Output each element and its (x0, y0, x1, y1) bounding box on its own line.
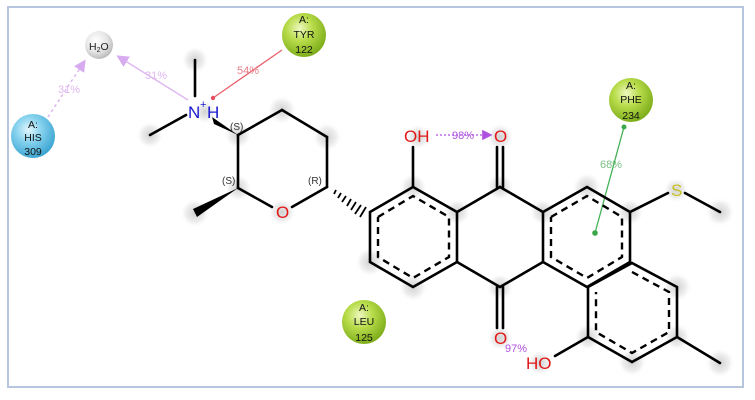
sulfur-label: S (671, 181, 682, 200)
tyr-cation-line (212, 49, 283, 99)
water-label-o: O (101, 41, 109, 53)
his-water-percent: 31% (58, 84, 80, 96)
stereo-c6-label: (R) (308, 176, 322, 187)
interactions: 31% 31% 54% 98% 97% 68% (47, 49, 627, 355)
residue-phe234[interactable]: A: PHE 234 (609, 78, 653, 122)
amine-h-label: H (207, 103, 219, 122)
residue-number-label: 122 (295, 44, 313, 56)
amine-water-percent: 31% (145, 70, 167, 82)
intra-hbond-bottom-percent: 97% (505, 343, 527, 355)
hydroxyl-bottom-label: HO (526, 354, 552, 373)
his-water-hbond-line (47, 59, 86, 118)
residue-name-label: TYR (294, 29, 315, 41)
water-molecule[interactable]: H2O (85, 31, 113, 59)
ligand-bonds (148, 58, 722, 365)
amine-n-label: N (188, 103, 200, 122)
tyr-cation-end-dot (210, 95, 216, 101)
phe-pipi-percent: 68% (600, 159, 622, 171)
intra-hbond-top-percent: 98% (452, 130, 474, 142)
atom-labels: N + H O OH O O HO S (S) (S) (R) (188, 99, 682, 373)
water-label-h: H (89, 41, 97, 53)
residue-chain-label: A: (28, 119, 38, 131)
carbonyl-top-label: O (494, 127, 507, 146)
residue-his309[interactable]: A: HIS 309 (11, 114, 55, 158)
residue-chain-label: A: (626, 80, 636, 92)
residue-chain-label: A: (299, 14, 309, 26)
stereo-c2-label: (S) (222, 176, 235, 187)
carbonyl-bottom-label: O (494, 329, 507, 348)
residue-name-label: PHE (620, 94, 642, 106)
residue-leu125[interactable]: A: LEU 125 (342, 300, 386, 344)
stereo-c3-label: (S) (230, 122, 243, 133)
phe-pipi-line (594, 126, 625, 234)
water-label-sub: 2 (97, 47, 101, 54)
amine-water-hbond-line (116, 55, 189, 101)
ring-centroid-dot (592, 230, 598, 236)
residue-name-label: HIS (24, 132, 42, 144)
phe-pipi-start-dot (621, 124, 627, 130)
residue-number-label: 234 (622, 110, 640, 122)
svg-text:H2O: H2O (89, 41, 109, 54)
hydroxyl-top-label: OH (404, 127, 430, 146)
amine-charge-label: + (200, 99, 206, 111)
residue-number-label: 309 (24, 146, 42, 158)
residue-name-label: LEU (354, 316, 374, 328)
ring-oxygen-label: O (276, 203, 289, 222)
residue-chain-label: A: (359, 302, 369, 314)
residue-tyr122[interactable]: A: TYR 122 (282, 13, 326, 57)
tyr-cation-percent: 54% (237, 65, 259, 77)
residue-number-label: 125 (355, 332, 373, 344)
